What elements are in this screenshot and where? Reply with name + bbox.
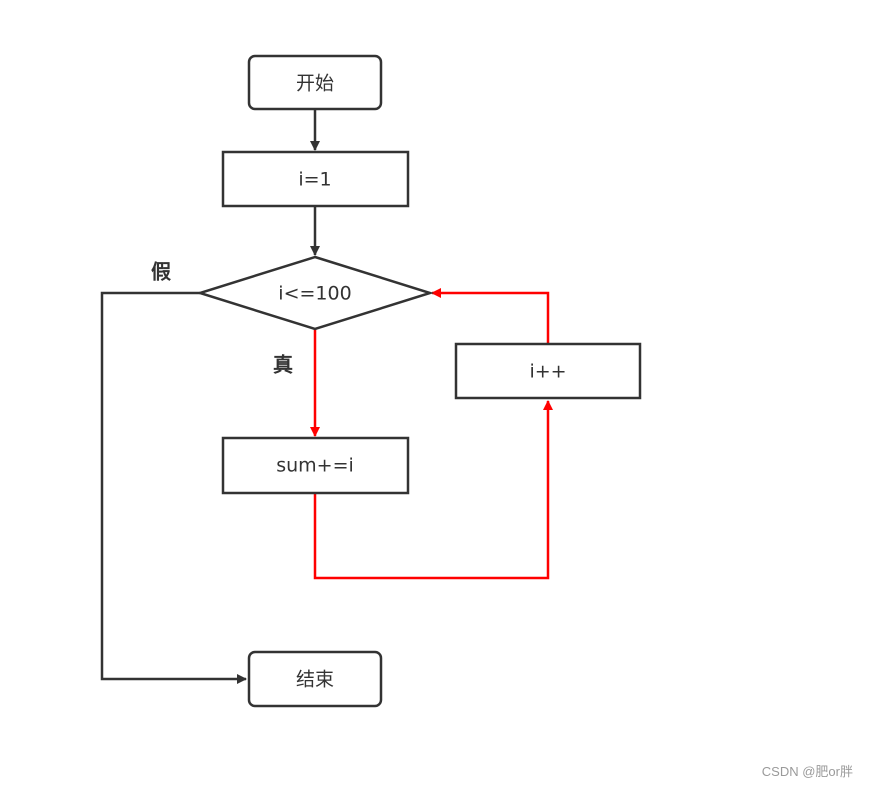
node-condition: i<=100 <box>195 255 435 331</box>
node-init-label: i=1 <box>298 169 331 191</box>
node-condition-label: i<=100 <box>278 283 351 305</box>
node-end: 结束 <box>247 650 383 708</box>
edge-label-true: 真 <box>273 353 293 377</box>
edge-body-to-increment <box>313 400 553 580</box>
watermark: CSDN @肥or胖 <box>761 764 853 779</box>
node-start-label: 开始 <box>296 73 334 95</box>
edge-increment-to-condition <box>431 288 550 344</box>
node-start: 开始 <box>247 54 383 111</box>
node-increment-label: i++ <box>529 361 566 383</box>
edge-label-false: 假 <box>151 260 172 284</box>
node-increment: i++ <box>454 342 642 400</box>
node-body: sum+=i <box>221 436 410 495</box>
node-end-label: 结束 <box>296 669 334 691</box>
node-body-label: sum+=i <box>276 455 354 477</box>
node-init: i=1 <box>221 150 410 208</box>
edge-condition-false-to-end <box>100 291 247 684</box>
